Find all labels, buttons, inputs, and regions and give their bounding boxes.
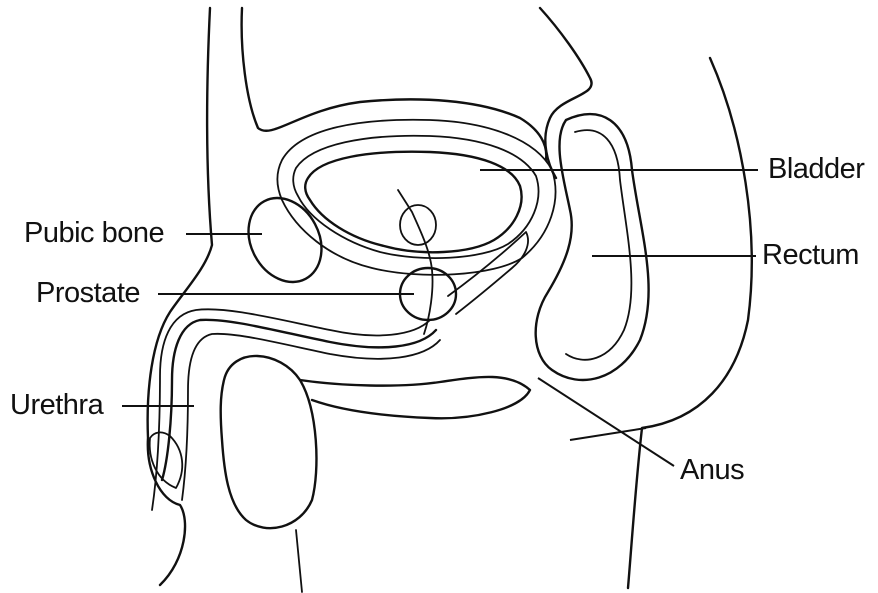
abdominal-wall-inner xyxy=(242,8,547,160)
perineum-contour xyxy=(300,377,530,418)
bladder-shape xyxy=(305,152,521,253)
anus-leader xyxy=(538,378,674,466)
urethra-label: Urethra xyxy=(10,391,103,420)
sacrum-contour xyxy=(540,8,592,178)
prostate-label: Prostate xyxy=(36,279,140,308)
rectum-shape xyxy=(536,114,649,380)
rectum-label: Rectum xyxy=(762,241,859,270)
anus-label: Anus xyxy=(680,456,744,485)
instrument xyxy=(398,190,433,334)
bladder-label: Bladder xyxy=(768,155,864,184)
front-body-contour xyxy=(148,8,212,585)
anus-cross-line xyxy=(570,428,646,440)
pubic-bone-label: Pubic bone xyxy=(24,219,164,248)
urethra-line-1 xyxy=(152,309,430,510)
back-contour xyxy=(628,58,752,588)
urethra-outer xyxy=(162,320,436,480)
peritoneum-inner xyxy=(293,136,538,258)
pubic-bone-shape xyxy=(234,185,335,295)
scrotum-shape xyxy=(221,356,317,528)
rectum-inner xyxy=(566,130,631,360)
leg-line xyxy=(296,530,302,592)
